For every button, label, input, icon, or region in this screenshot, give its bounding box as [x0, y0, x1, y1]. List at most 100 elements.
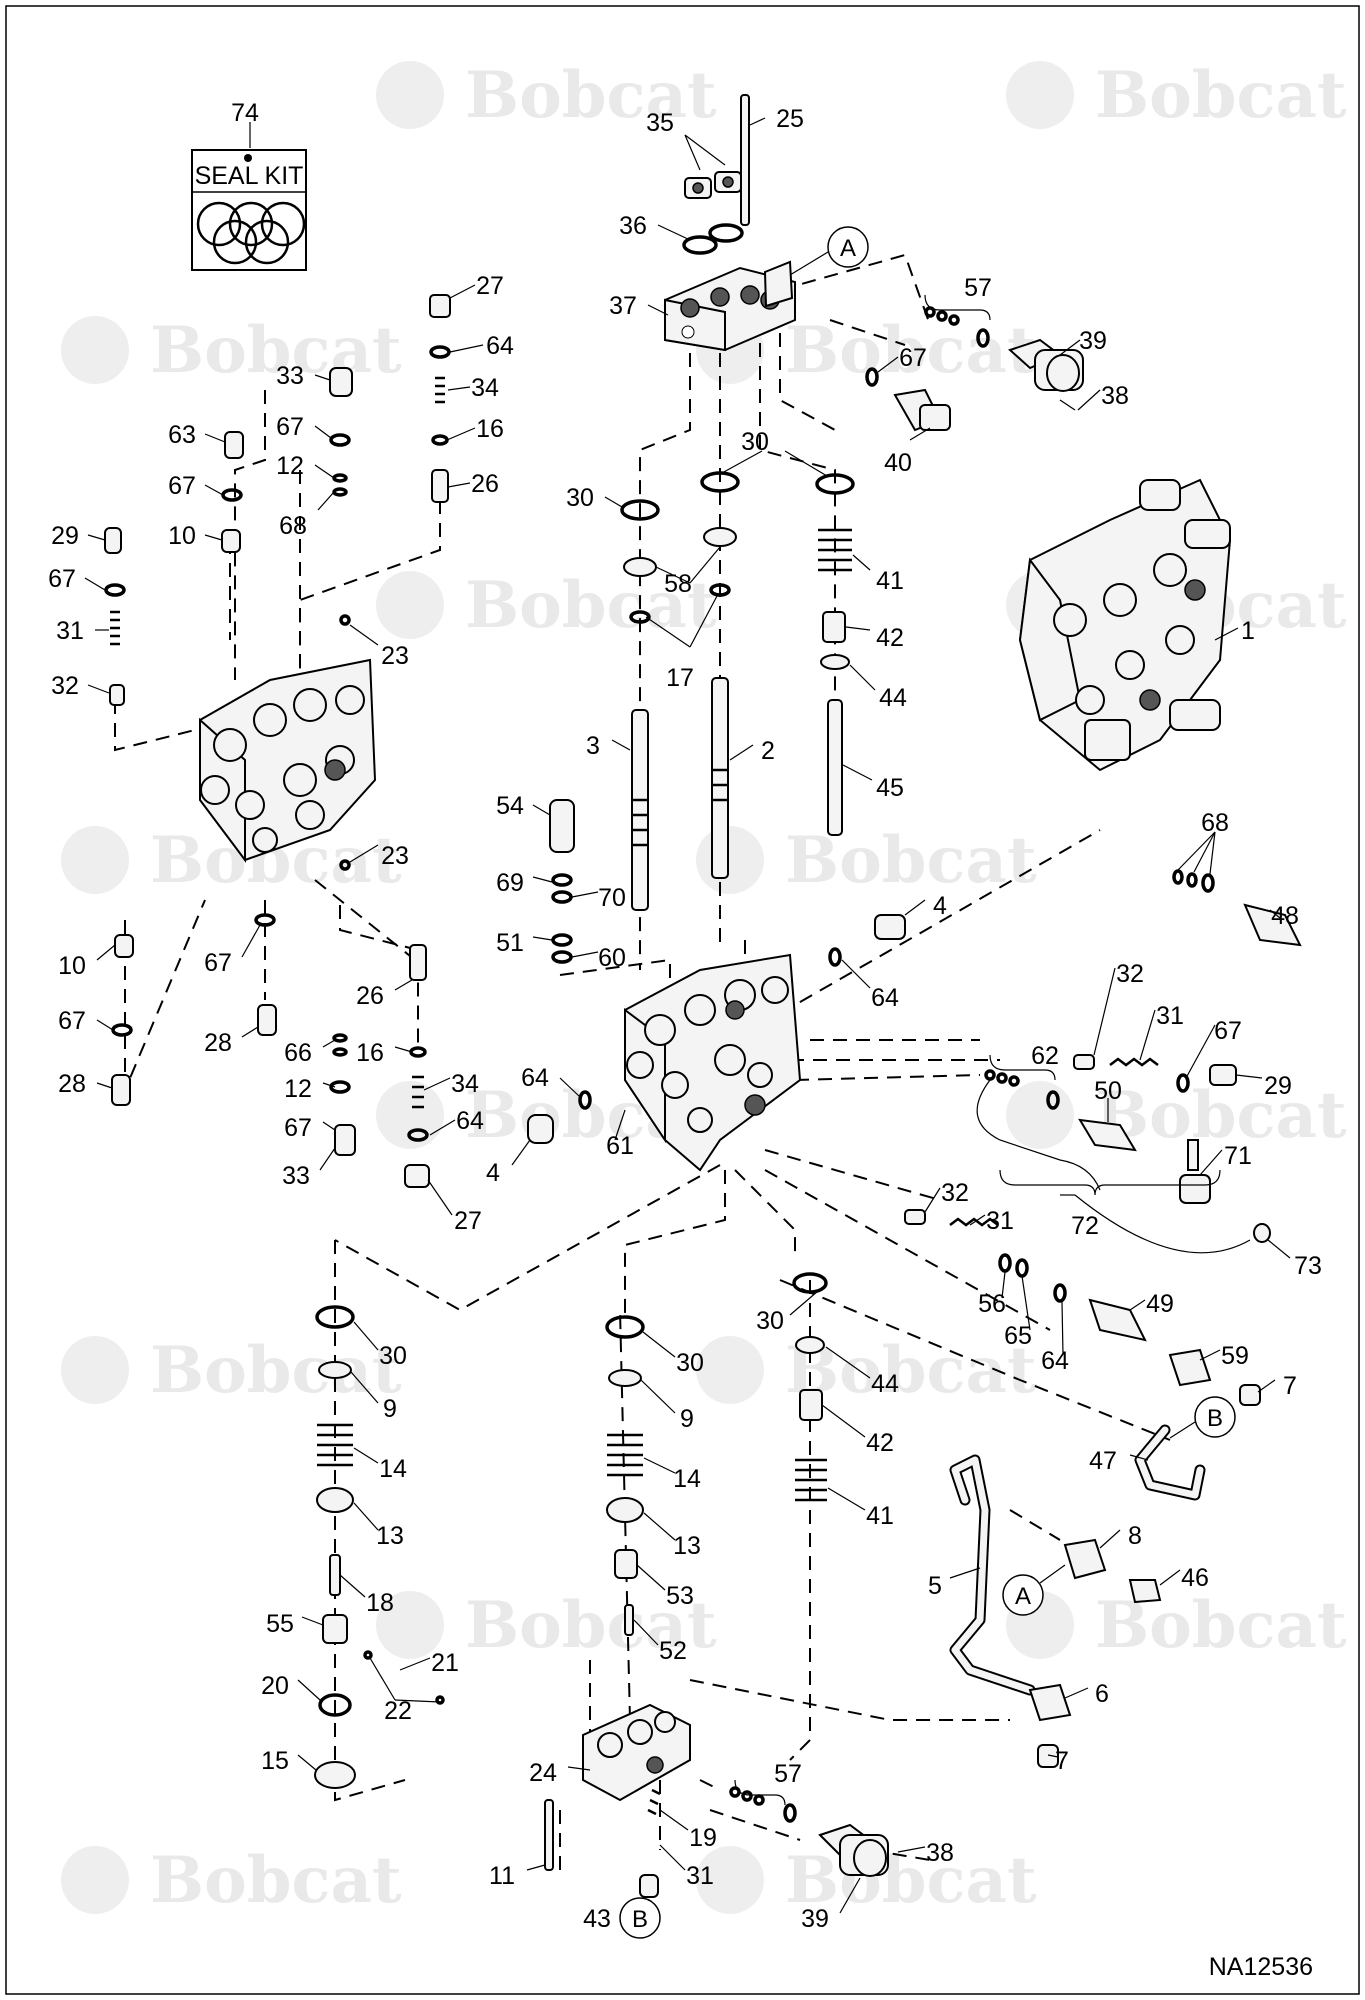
callout-32: 32	[1116, 960, 1144, 988]
callout-53: 53	[666, 1582, 694, 1610]
svg-text:Bobcat: Bobcat	[465, 1588, 717, 1663]
callout-54: 54	[496, 792, 524, 820]
leader-lines	[84, 117, 1291, 1914]
callout-3: 3	[586, 732, 600, 760]
callout-68: 68	[279, 512, 307, 540]
svg-text:Bobcat: Bobcat	[465, 568, 717, 643]
lower-middle-stack	[605, 1272, 828, 1636]
svg-text:Bobcat: Bobcat	[785, 1843, 1037, 1918]
svg-text:Bobcat: Bobcat	[150, 1333, 402, 1408]
callout-64: 64	[1041, 1347, 1069, 1375]
callout-47: 47	[1089, 1447, 1117, 1475]
right-fittings	[828, 869, 1302, 1501]
ref-point-a-lower: A	[1002, 1564, 1066, 1616]
callout-67: 67	[204, 949, 232, 977]
svg-text:Bobcat: Bobcat	[1095, 1078, 1347, 1153]
callout-21: 21	[431, 1649, 459, 1677]
elbow-fitting-6	[1028, 1683, 1072, 1768]
end-block-24	[544, 1703, 691, 1898]
rod-25	[740, 94, 750, 226]
callout-10: 10	[58, 952, 86, 980]
valve-section-left	[199, 614, 377, 871]
callout-41: 41	[876, 567, 904, 595]
svg-text:Bobcat: Bobcat	[150, 313, 402, 388]
callout-33: 33	[282, 1162, 310, 1190]
callout-32: 32	[941, 1179, 969, 1207]
callout-27: 27	[454, 1207, 482, 1235]
callout-17: 17	[666, 664, 694, 692]
callout-6: 6	[1095, 1680, 1109, 1708]
page-border	[5, 5, 1360, 1995]
callout-16: 16	[356, 1039, 384, 1067]
callout-74: 74	[231, 99, 259, 127]
callout-34: 34	[451, 1070, 479, 1098]
callout-39: 39	[1079, 327, 1107, 355]
callout-45: 45	[876, 774, 904, 802]
callout-67: 67	[276, 413, 304, 441]
callout-31: 31	[686, 1862, 714, 1890]
callout-42: 42	[866, 1429, 894, 1457]
svg-text:A: A	[1015, 1583, 1031, 1610]
watermark: Bobcat	[376, 568, 717, 643]
callout-35: 35	[646, 109, 674, 137]
watermark: Bobcat	[1006, 1588, 1347, 1663]
callout-44: 44	[871, 1370, 899, 1398]
callout-30: 30	[379, 1342, 407, 1370]
callout-29: 29	[51, 522, 79, 550]
callout-24: 24	[529, 1759, 557, 1787]
left-stack-parts	[104, 294, 451, 706]
main-valve-body-61	[624, 953, 802, 1172]
callout-68: 68	[1201, 809, 1229, 837]
watermark: Bobcat	[696, 1843, 1037, 1918]
callout-57: 57	[964, 274, 992, 302]
callout-23: 23	[381, 642, 409, 670]
callout-63: 63	[168, 421, 196, 449]
callout-30: 30	[741, 428, 769, 456]
pilot-tube-5	[949, 1454, 1036, 1696]
callout-61: 61	[606, 1132, 634, 1160]
assembled-valve-1	[1018, 478, 1232, 772]
callout-30: 30	[676, 1349, 704, 1377]
seal-kit-orings-icon	[196, 201, 306, 265]
callout-60: 60	[598, 944, 626, 972]
callout-22: 22	[384, 1697, 412, 1725]
callout-38: 38	[1101, 382, 1129, 410]
seal-kit-label: SEAL KIT	[195, 162, 304, 190]
watermark: Bobcat	[696, 823, 1037, 898]
callout-14: 14	[379, 1455, 407, 1483]
callout-4: 4	[933, 892, 947, 920]
callout-13: 13	[673, 1532, 701, 1560]
svg-text:Bobcat: Bobcat	[1095, 1588, 1347, 1663]
callout-67: 67	[284, 1114, 312, 1142]
callout-31: 31	[56, 617, 84, 645]
callout-23: 23	[381, 842, 409, 870]
callout-13: 13	[376, 1522, 404, 1550]
callout-66: 66	[284, 1039, 312, 1067]
watermark: Bobcat	[696, 1333, 1037, 1408]
svg-text:Bobcat: Bobcat	[150, 1843, 402, 1918]
watermark: Bobcat	[376, 58, 717, 133]
callout-33: 33	[276, 362, 304, 390]
callout-67: 67	[58, 1007, 86, 1035]
lower-left-spool-stack	[314, 1305, 445, 1789]
callout-70: 70	[598, 884, 626, 912]
watermark: Bobcat	[61, 1843, 402, 1918]
callout-9: 9	[680, 1405, 694, 1433]
callout-59: 59	[1221, 1342, 1249, 1370]
solenoid-39-top	[1008, 338, 1084, 411]
callout-27: 27	[476, 272, 504, 300]
callout-31: 31	[986, 1207, 1014, 1235]
reference-points: A B A B	[619, 226, 1236, 1939]
callout-7: 7	[1283, 1372, 1297, 1400]
callout-26: 26	[471, 470, 499, 498]
callout-32: 32	[51, 672, 79, 700]
ref-point-b-right: B	[1169, 1396, 1236, 1439]
tee-fitting-8	[1063, 1538, 1162, 1604]
callout-34: 34	[471, 374, 499, 402]
callout-52: 52	[659, 1637, 687, 1665]
bobcat-watermarks: Bobcat Bobcat Bobcat Bobcat Bobcat Bobca…	[61, 58, 1347, 1918]
middle-spool-stack	[549, 471, 855, 964]
callout-15: 15	[261, 1747, 289, 1775]
seal-kit: SEAL KIT	[191, 149, 307, 271]
